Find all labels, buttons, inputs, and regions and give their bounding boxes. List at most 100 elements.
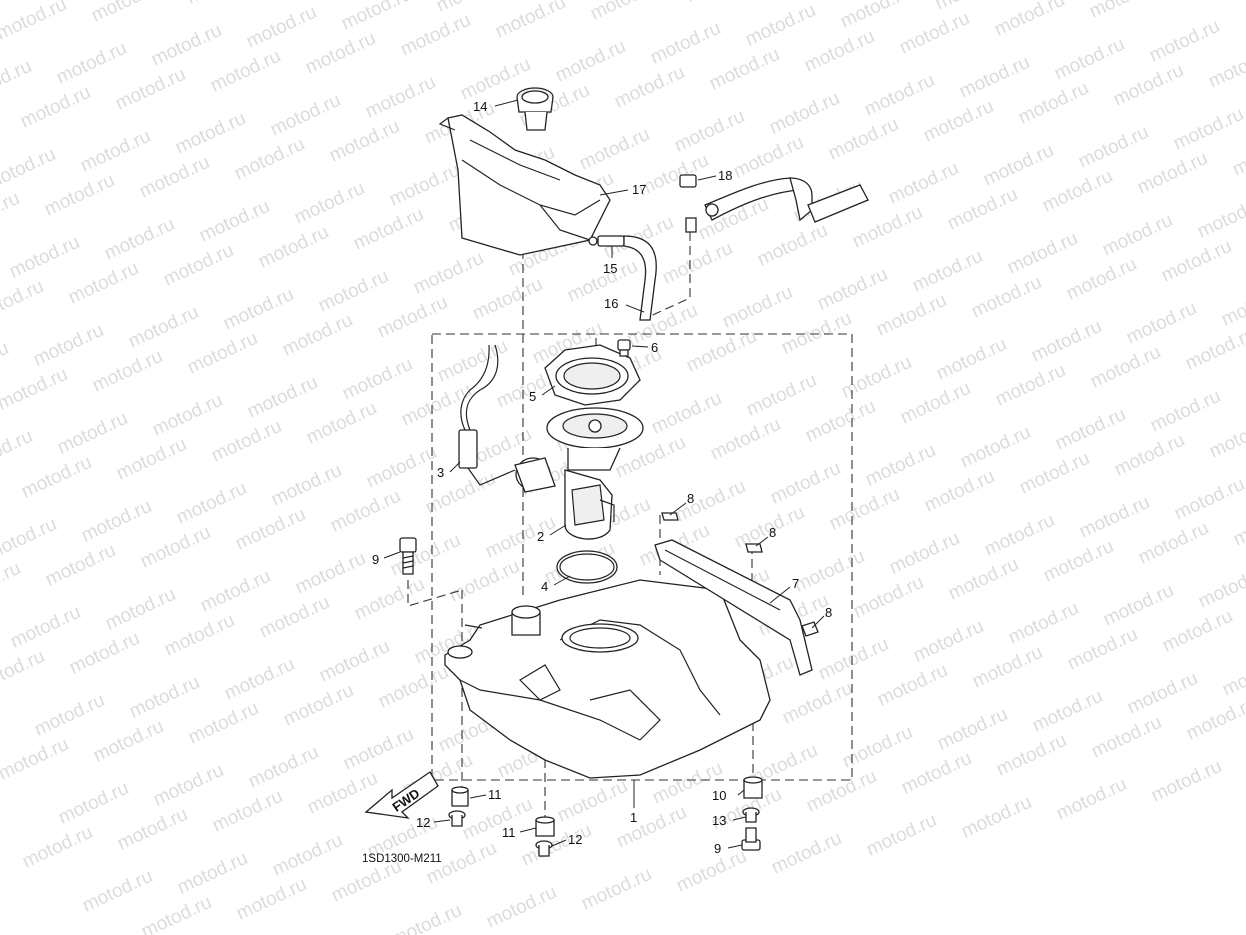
watermark-text: motod.ru xyxy=(0,338,12,389)
watermark-text: motod.ru xyxy=(65,258,142,309)
watermark-text: motod.ru xyxy=(101,214,178,265)
watermark-text: motod.ru xyxy=(269,830,346,881)
watermark-text: motod.ru xyxy=(1086,0,1163,23)
watermark-text: motod.ru xyxy=(706,44,783,95)
watermark-text: motod.ru xyxy=(18,452,95,503)
watermark-text: motod.ru xyxy=(552,36,629,87)
watermark-text: motod.ru xyxy=(659,238,736,289)
watermark-text: motod.ru xyxy=(1005,598,1082,649)
watermark-text: motod.ru xyxy=(174,848,251,899)
watermark-text: motod.ru xyxy=(339,354,416,405)
watermark-text: motod.ru xyxy=(55,778,132,829)
callout-10: 10 xyxy=(712,788,726,803)
watermark-text: motod.ru xyxy=(1182,324,1246,375)
watermark-text: motod.ru xyxy=(90,716,167,767)
watermark-text: motod.ru xyxy=(1158,236,1235,287)
watermark-text: motod.ru xyxy=(1064,624,1141,675)
watermark-text: motod.ru xyxy=(839,722,916,773)
watermark-text: motod.ru xyxy=(766,88,843,139)
tank-bracket-part-7 xyxy=(654,539,813,676)
watermark-text: motod.ru xyxy=(397,10,474,61)
watermark-text: motod.ru xyxy=(19,822,96,873)
watermark-text: motod.ru xyxy=(161,610,238,661)
watermark-text: motod.ru xyxy=(0,276,47,327)
watermark-text: motod.ru xyxy=(0,0,70,45)
watermark-text: motod.ru xyxy=(1111,430,1188,481)
watermark-text: motod.ru xyxy=(434,336,511,387)
watermark-text: motod.ru xyxy=(350,204,427,255)
watermark-text: motod.ru xyxy=(66,628,143,679)
watermark-text: motod.ru xyxy=(31,690,108,741)
watermark-text: motod.ru xyxy=(220,284,297,335)
callout-6: 6 xyxy=(651,340,658,355)
watermark-text: motod.ru xyxy=(362,72,439,123)
watermark-text: motod.ru xyxy=(77,126,154,177)
callout-13: 13 xyxy=(712,813,726,828)
watermark-text: motod.ru xyxy=(208,416,285,467)
breather-pipe-part-15 xyxy=(588,235,625,247)
watermark-text: motod.ru xyxy=(587,0,664,25)
watermark-text: motod.ru xyxy=(886,528,963,579)
watermark-text: motod.ru xyxy=(183,0,260,9)
watermark-text: motod.ru xyxy=(268,460,345,511)
watermark-text: motod.ru xyxy=(897,378,974,429)
watermark-text: motod.ru xyxy=(0,734,72,785)
watermark-text: motod.ru xyxy=(742,0,819,51)
watermark-text: motod.ru xyxy=(374,292,451,343)
collar-part-12-left xyxy=(448,810,466,827)
watermark-text: motod.ru xyxy=(1029,686,1106,737)
watermark-text: motod.ru xyxy=(898,748,975,799)
watermark-text: motod.ru xyxy=(991,0,1068,41)
watermark-text: motod.ru xyxy=(363,442,440,493)
watermark-text: motod.ru xyxy=(1194,192,1246,243)
callout-5: 5 xyxy=(529,389,536,404)
callout-1: 1 xyxy=(630,810,637,825)
watermark-text: motod.ru xyxy=(256,592,333,643)
watermark-text: motod.ru xyxy=(492,0,569,43)
watermark-text: motod.ru xyxy=(1124,668,1201,719)
watermark-text: motod.ru xyxy=(576,124,653,175)
watermark-text: motod.ru xyxy=(837,0,914,33)
watermark-text: motod.ru xyxy=(969,642,1046,693)
watermark-text: motod.ru xyxy=(1205,42,1246,93)
watermark-text: motod.ru xyxy=(114,804,191,855)
watermark-text: motod.ru xyxy=(1171,474,1246,525)
callout-11-center: 11 xyxy=(502,825,516,840)
watermark-text: motod.ru xyxy=(768,828,845,879)
watermark-text: motod.ru xyxy=(89,346,166,397)
callout-8-b: 8 xyxy=(769,525,776,540)
watermark-text: motod.ru xyxy=(993,730,1070,781)
watermark-text: motod.ru xyxy=(1039,166,1116,217)
callout-9-left: 9 xyxy=(372,552,379,567)
watermark-text: motod.ru xyxy=(825,114,902,165)
watermark-text: motod.ru xyxy=(896,8,973,59)
watermark-text: motod.ru xyxy=(316,636,393,687)
watermark-text: motod.ru xyxy=(934,704,1011,755)
rubber-pad-part-8-b xyxy=(745,543,763,553)
watermark-text: motod.ru xyxy=(0,514,60,565)
watermark-text: motod.ru xyxy=(30,320,107,371)
callout-14: 14 xyxy=(473,99,487,114)
watermark-text: motod.ru xyxy=(280,680,357,731)
watermark-text: motod.ru xyxy=(160,240,237,291)
callout-2: 2 xyxy=(537,529,544,544)
watermark-text: motod.ru xyxy=(375,662,452,713)
watermark-text: motod.ru xyxy=(671,106,748,157)
watermark-text: motod.ru xyxy=(1170,104,1246,155)
callout-12-left: 12 xyxy=(416,815,430,830)
watermark-text: motod.ru xyxy=(980,140,1057,191)
watermark-text: motod.ru xyxy=(0,558,24,609)
watermark-text: motod.ru xyxy=(981,510,1058,561)
watermark-text: motod.ru xyxy=(1230,500,1246,551)
watermark-text: motod.ru xyxy=(1134,148,1211,199)
watermark-text: motod.ru xyxy=(7,602,84,653)
watermark-text: motod.ru xyxy=(398,380,475,431)
watermark-text: motod.ru xyxy=(422,468,499,519)
watermark-text: motod.ru xyxy=(78,496,155,547)
watermark-text: motod.ru xyxy=(148,20,225,71)
callout-leader-lines xyxy=(383,99,825,849)
watermark-text: motod.ru xyxy=(1123,298,1200,349)
watermark-text: motod.ru xyxy=(885,158,962,209)
watermark-text: motod.ru xyxy=(245,742,322,793)
